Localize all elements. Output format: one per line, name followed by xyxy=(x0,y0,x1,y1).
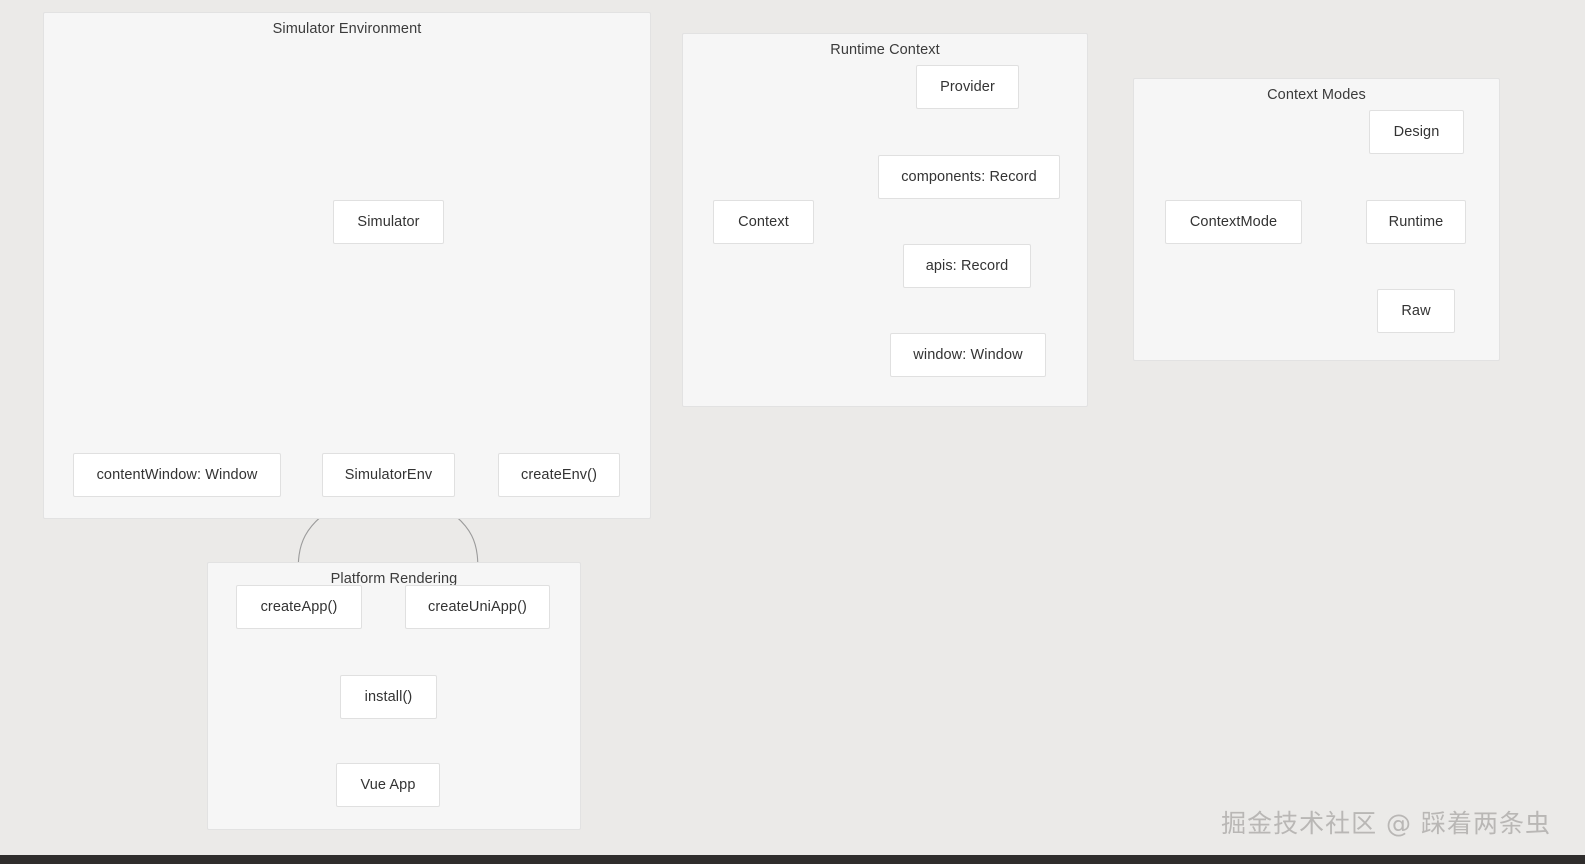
node-components[interactable]: components: Record xyxy=(878,155,1060,199)
group-title-platform-rendering: Platform Rendering xyxy=(330,571,458,587)
node-simulatorenv[interactable]: SimulatorEnv xyxy=(322,453,455,497)
node-design[interactable]: Design xyxy=(1369,110,1464,154)
watermark: 掘金技术社区 @ 踩着两条虫 xyxy=(1221,809,1551,838)
node-vueapp[interactable]: Vue App xyxy=(336,763,440,807)
bottom-chrome-bar xyxy=(0,855,1585,864)
node-createenv[interactable]: createEnv() xyxy=(498,453,620,497)
node-createuniapp[interactable]: createUniApp() xyxy=(405,585,550,629)
node-context[interactable]: Context xyxy=(713,200,814,244)
node-simulator[interactable]: Simulator xyxy=(333,200,444,244)
group-simulator-environment: Simulator Environment xyxy=(43,12,651,519)
node-provider[interactable]: Provider xyxy=(916,65,1019,109)
group-title-simulator-environment: Simulator Environment xyxy=(272,21,422,37)
node-contextmode[interactable]: ContextMode xyxy=(1165,200,1302,244)
node-raw[interactable]: Raw xyxy=(1377,289,1455,333)
group-title-runtime-context: Runtime Context xyxy=(830,42,940,58)
node-contentwindow[interactable]: contentWindow: Window xyxy=(73,453,281,497)
node-apis[interactable]: apis: Record xyxy=(903,244,1031,288)
node-windowwin[interactable]: window: Window xyxy=(890,333,1046,377)
node-install[interactable]: install() xyxy=(340,675,437,719)
group-title-context-modes: Context Modes xyxy=(1267,87,1366,103)
node-runtime[interactable]: Runtime xyxy=(1366,200,1466,244)
node-createapp[interactable]: createApp() xyxy=(236,585,362,629)
